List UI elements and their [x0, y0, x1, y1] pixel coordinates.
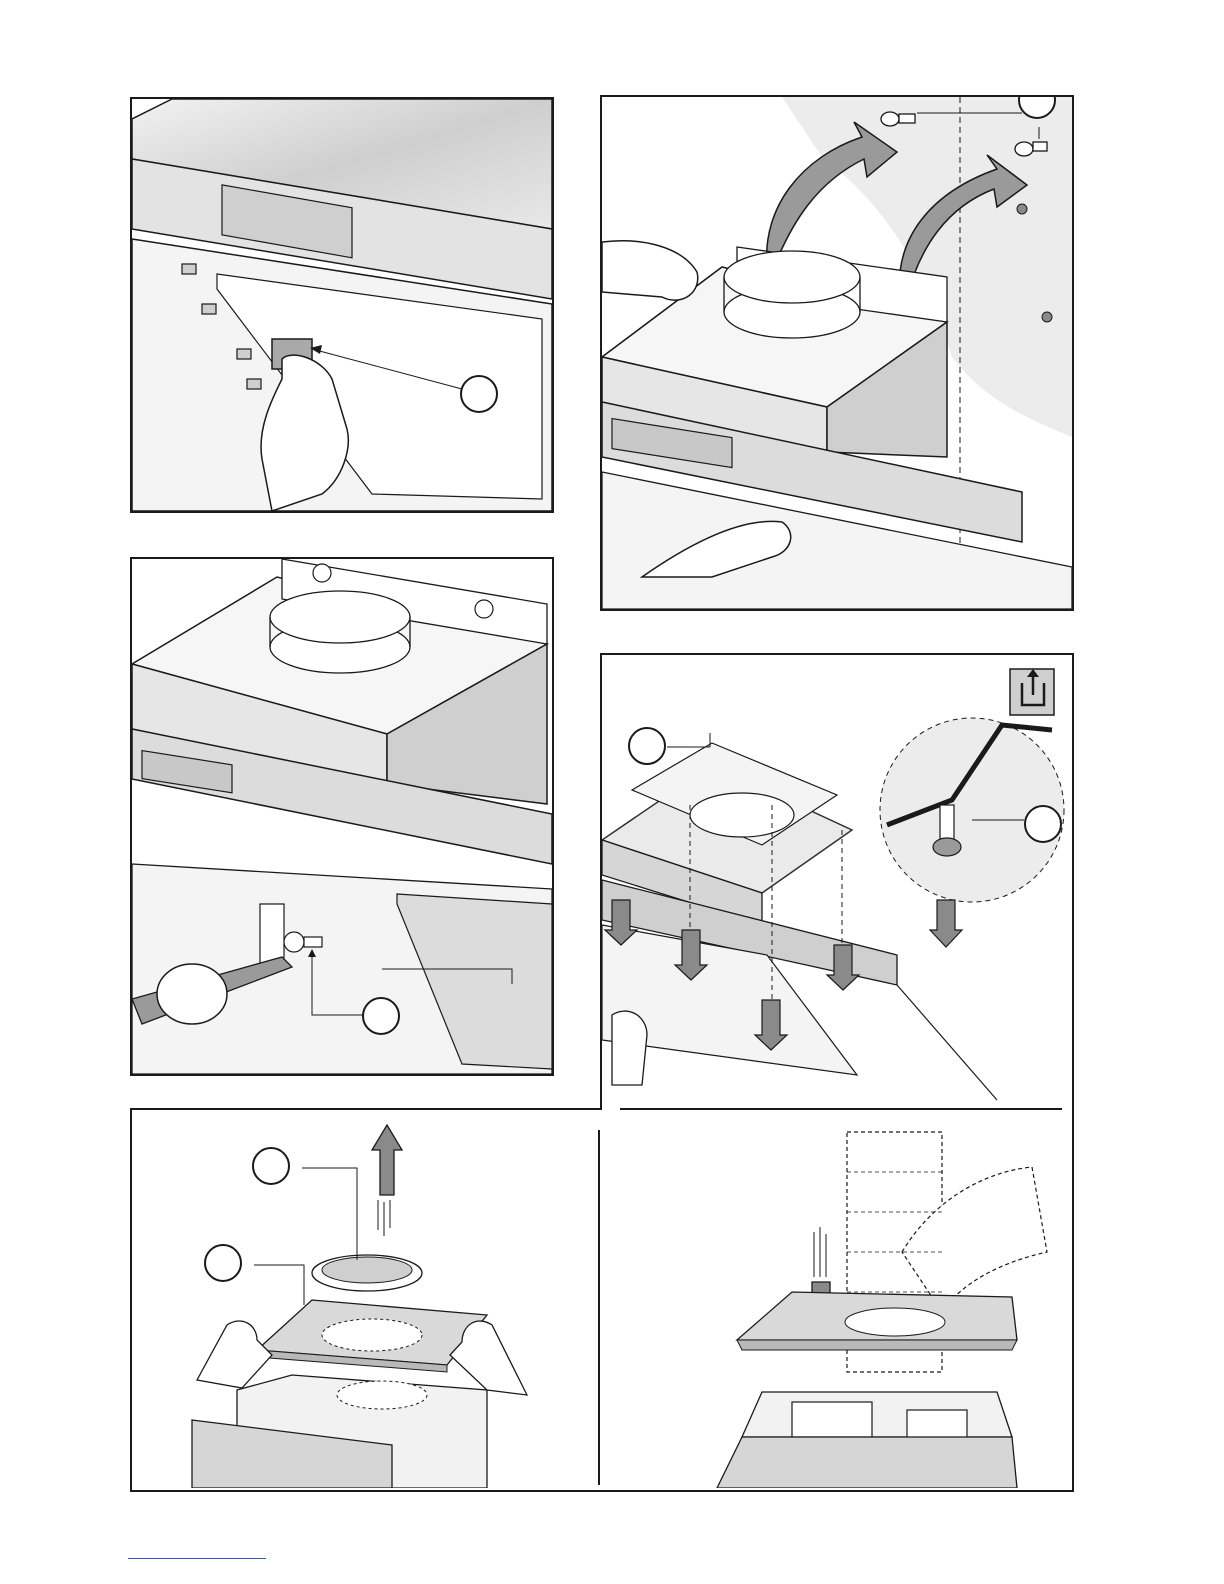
panel-ceiling-plate: [600, 653, 1074, 1110]
panel-4-illustration: [602, 655, 1072, 1110]
hand-icon: [612, 1011, 647, 1085]
panel-remove-filter: [130, 97, 554, 513]
hand-icon: [602, 241, 698, 300]
panel-lift-filter: [132, 1110, 596, 1488]
panel-ducting: [602, 1112, 1068, 1488]
panel-1-illustration: [132, 99, 552, 511]
callout-circle-4: [628, 727, 666, 765]
panel-wall-screws: [600, 95, 1074, 611]
callout-circle-5: [1024, 805, 1062, 843]
callout-circle-7: [204, 1244, 242, 1282]
hand-icon: [197, 1321, 272, 1388]
callout-circle-6: [252, 1147, 290, 1185]
arrow-up-icon: [372, 1125, 402, 1195]
panel-6-illustration: [602, 1112, 1068, 1488]
panel-screwdriver: [130, 557, 554, 1076]
panel-3-illustration: [132, 559, 552, 1074]
callout-circle-1: [460, 375, 498, 413]
bottom-frame-top-right: [620, 1108, 1062, 1110]
arrow-down-icon: [930, 900, 962, 947]
panel-5-illustration: [132, 1110, 596, 1488]
bottom-divider: [598, 1130, 600, 1485]
motor-box: [792, 1402, 872, 1437]
panel-2-illustration: [602, 97, 1072, 609]
footer-link-underline: [128, 1558, 266, 1559]
capacitor-box: [907, 1410, 967, 1438]
callout-circle-3: [362, 997, 400, 1035]
